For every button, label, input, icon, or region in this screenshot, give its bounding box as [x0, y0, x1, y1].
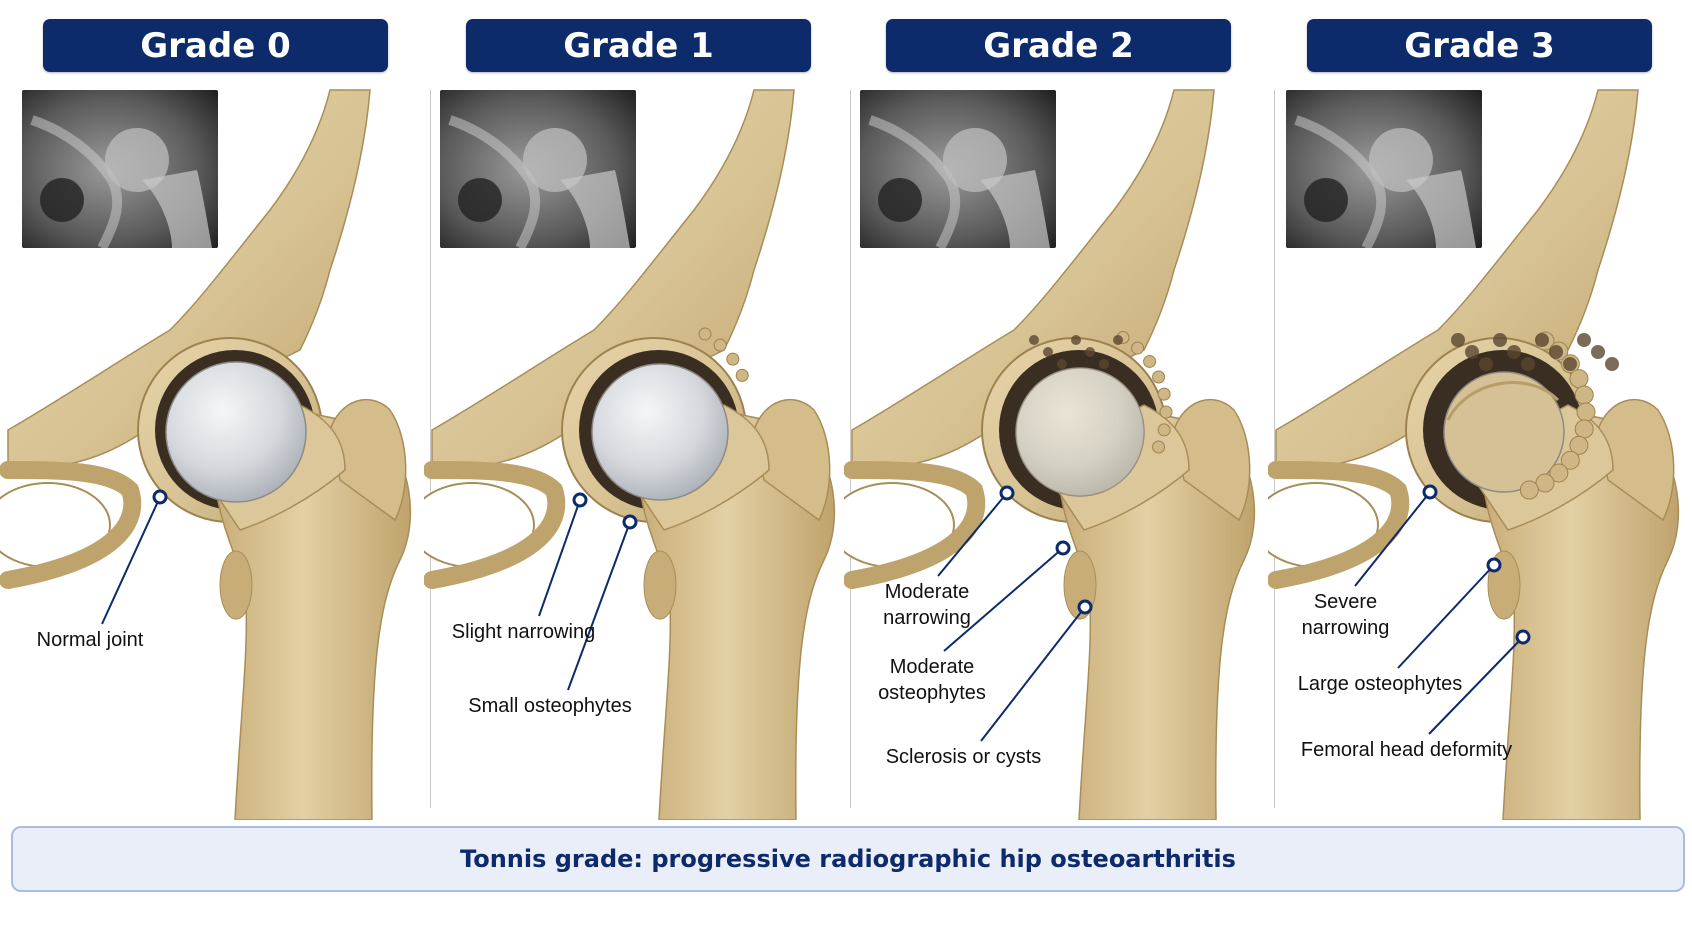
subchondral-cyst [1057, 359, 1067, 369]
subchondral-cyst [1451, 333, 1465, 347]
pelvic-notch [852, 250, 944, 360]
osteophyte [698, 327, 712, 341]
hip-joint-illustration [0, 89, 412, 820]
subchondral-cyst [1071, 335, 1081, 345]
lesser-trochanter [1063, 550, 1097, 620]
ischium [1268, 461, 1410, 589]
subchondral-cyst [1549, 345, 1563, 359]
subchondral-cyst [1043, 347, 1053, 357]
osteophyte [1535, 473, 1555, 493]
subchondral-cyst [1099, 359, 1109, 369]
femoral-head [165, 361, 307, 503]
grade-header-1: Grade 1 [466, 19, 811, 72]
osteophyte [1157, 423, 1171, 437]
grade-header-0: Grade 0 [43, 19, 388, 72]
femoral-head [1443, 371, 1565, 493]
subchondral-cyst [1113, 335, 1123, 345]
xray-thumbnail-icon [22, 90, 218, 248]
annotation-label: Slight narrowing [451, 621, 596, 643]
osteophyte [1569, 369, 1589, 389]
annotation-label: Small osteophytes [468, 695, 632, 717]
osteophyte [1152, 370, 1166, 384]
hip-joint-illustration [1268, 89, 1680, 820]
subchondral-cyst [1521, 357, 1535, 371]
head-deformity-ridge [1446, 381, 1560, 421]
osteophyte [1560, 450, 1580, 470]
panel-divider [1274, 90, 1275, 808]
subchondral-cyst [1507, 345, 1521, 359]
osteophyte [1131, 341, 1145, 355]
osteophyte [1574, 385, 1594, 405]
osteophyte [713, 338, 727, 352]
osteophyte [1549, 463, 1569, 483]
greater-trochanter [1173, 399, 1251, 522]
xray-thumbnail-icon [860, 90, 1056, 248]
greater-trochanter [329, 399, 407, 522]
lesser-trochanter [219, 550, 253, 620]
greater-trochanter [753, 399, 831, 522]
pelvic-notch [432, 250, 524, 360]
subchondral-cyst [1563, 357, 1577, 371]
subchondral-cyst [1465, 345, 1479, 359]
ischium [424, 461, 566, 589]
xray-thumbnail-icon [1286, 90, 1482, 248]
subchondral-cyst [1577, 333, 1591, 347]
subchondral-cyst [1591, 345, 1605, 359]
grade-header-2: Grade 2 [886, 19, 1231, 72]
cartilage-wear [1016, 368, 1144, 496]
subchondral-cyst [1535, 333, 1549, 347]
subchondral-cyst [1085, 347, 1095, 357]
panel-divider [850, 90, 851, 808]
caption-text: Tonnis grade: progressive radiographic h… [460, 845, 1236, 873]
grade-header-3: Grade 3 [1307, 19, 1652, 72]
lesser-trochanter [643, 550, 677, 620]
panel-divider [430, 90, 431, 808]
pelvic-notch [8, 250, 100, 360]
annotation-label: Sclerosis or cysts [885, 746, 1042, 768]
osteophyte [726, 352, 740, 366]
xray-thumbnail-icon [440, 90, 636, 248]
greater-trochanter [1597, 399, 1675, 522]
hip-joint-illustration [844, 89, 1256, 820]
osteophyte [1569, 435, 1589, 455]
subchondral-cyst [1493, 333, 1507, 347]
annotation-label: Normal joint [36, 629, 144, 651]
osteophyte [1159, 405, 1173, 419]
ischium [844, 461, 986, 589]
osteophyte [1143, 354, 1157, 368]
osteophyte [1519, 480, 1539, 500]
femoral-head [1015, 367, 1145, 497]
lesser-trochanter [1487, 550, 1521, 620]
pelvic-notch [1276, 250, 1368, 360]
subchondral-cyst [1605, 357, 1619, 371]
osteophyte [1576, 402, 1596, 422]
hip-joint-illustration [424, 89, 836, 820]
osteophyte [735, 368, 749, 382]
caption-box: Tonnis grade: progressive radiographic h… [11, 826, 1685, 892]
subchondral-cyst [1029, 335, 1039, 345]
osteophyte [1574, 419, 1594, 439]
annotation-label: Large osteophytes [1297, 673, 1463, 695]
osteophyte [1152, 440, 1166, 454]
osteophyte [1157, 387, 1171, 401]
subchondral-cyst [1479, 357, 1493, 371]
femoral-head [591, 363, 729, 501]
ischium [0, 461, 142, 589]
annotation-label: Femoral head deformity [1300, 739, 1513, 761]
